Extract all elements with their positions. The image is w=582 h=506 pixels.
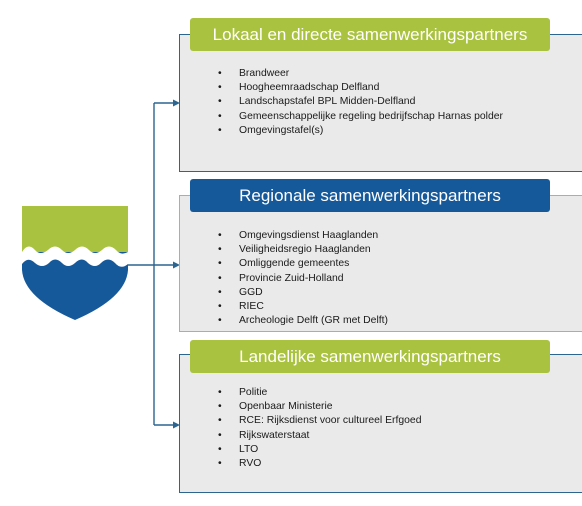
list-item: Openbaar Ministerie — [218, 400, 422, 414]
list-item: Omliggende gemeentes — [218, 257, 388, 271]
partner-list-regionaal: Omgevingsdienst Haaglanden Veiligheidsre… — [218, 229, 388, 329]
list-item: RVO — [218, 457, 422, 471]
list-item: LTO — [218, 443, 422, 457]
list-item: Politie — [218, 386, 422, 400]
list-item: Landschapstafel BPL Midden-Delfland — [218, 95, 503, 109]
group-title-landelijk: Landelijke samenwerkingspartners — [190, 340, 550, 373]
municipality-crest-logo — [22, 206, 128, 320]
list-item: GGD — [218, 286, 388, 300]
partner-list-landelijk: Politie Openbaar Ministerie RCE: Rijksdi… — [218, 386, 422, 471]
list-item: Omgevingsdienst Haaglanden — [218, 229, 388, 243]
list-item: RCE: Rijksdienst voor cultureel Erfgoed — [218, 414, 422, 428]
list-item: Gemeenschappelijke regeling bedrijfschap… — [218, 110, 503, 124]
list-item: RIEC — [218, 300, 388, 314]
partner-list-lokaal: Brandweer Hoogheemraadschap Delfland Lan… — [218, 67, 503, 138]
list-item: Provincie Zuid-Holland — [218, 272, 388, 286]
list-item: Veiligheidsregio Haaglanden — [218, 243, 388, 257]
group-title-regionaal: Regionale samenwerkingspartners — [190, 179, 550, 212]
list-item: Brandweer — [218, 67, 503, 81]
group-title-lokaal: Lokaal en directe samenwerkingspartners — [190, 18, 550, 51]
list-item: Hoogheemraadschap Delfland — [218, 81, 503, 95]
list-item: Archeologie Delft (GR met Delft) — [218, 314, 388, 328]
list-item: Omgevingstafel(s) — [218, 124, 503, 138]
list-item: Rijkswaterstaat — [218, 429, 422, 443]
